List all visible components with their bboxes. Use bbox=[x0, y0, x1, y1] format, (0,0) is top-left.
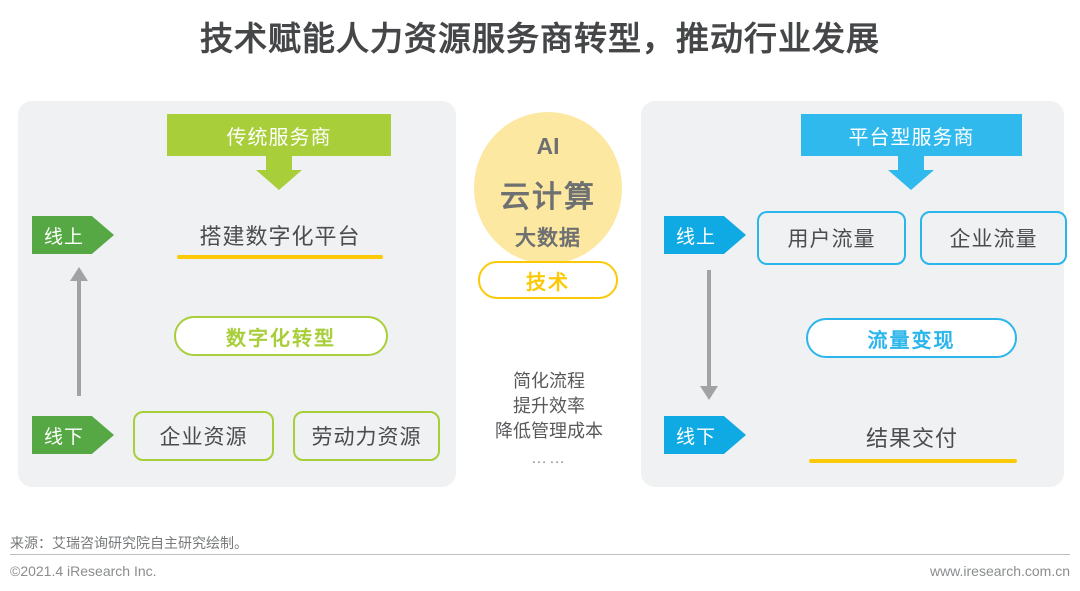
technology-circle bbox=[474, 112, 622, 264]
right-banner-arrow-head bbox=[888, 170, 934, 190]
circle-label-ai: AI bbox=[536, 133, 560, 159]
footer-divider bbox=[10, 554, 1070, 555]
website-link[interactable]: www.iresearch.com.cn bbox=[929, 563, 1070, 579]
left-box-enterprise-resource: 企业资源 bbox=[133, 411, 274, 461]
benefit-item: 提升效率 bbox=[513, 396, 585, 416]
right-headline: 结果交付 bbox=[865, 426, 958, 451]
right-headline-underline bbox=[809, 459, 1017, 463]
benefit-item: 降低管理成本 bbox=[495, 421, 603, 441]
circle-label-cloud-computing: 云计算 bbox=[500, 181, 596, 214]
left-headline-underline bbox=[177, 255, 383, 259]
right-banner-arrow-stem bbox=[898, 156, 924, 170]
benefit-list: 简化流程 提升效率 降低管理成本 bbox=[455, 369, 643, 444]
right-flow-arrow-head bbox=[700, 386, 718, 400]
left-flow-arrow-stem bbox=[77, 280, 81, 396]
circle-label-big-data: 大数据 bbox=[515, 227, 581, 250]
right-flow-arrow-stem bbox=[707, 270, 711, 386]
right-pill-traffic-monetization: 流量变现 bbox=[806, 318, 1017, 358]
left-box-labor-resource: 劳动力资源 bbox=[293, 411, 440, 461]
page-title: 技术赋能人力资源服务商转型，推动行业发展 bbox=[200, 20, 880, 57]
center-pill-technology: 技术 bbox=[478, 261, 618, 299]
left-flow-arrow-head bbox=[70, 267, 88, 281]
right-box-user-traffic: 用户流量 bbox=[757, 211, 906, 265]
left-banner-arrow-head bbox=[256, 170, 302, 190]
right-banner: 平台型服务商 bbox=[801, 114, 1022, 156]
benefit-ellipsis: …… bbox=[531, 450, 567, 467]
left-pill-digital-transformation: 数字化转型 bbox=[174, 316, 388, 356]
right-box-enterprise-traffic: 企业流量 bbox=[920, 211, 1067, 265]
copyright-text: ©2021.4 iResearch Inc. bbox=[10, 563, 157, 579]
left-banner-arrow-stem bbox=[266, 156, 292, 170]
source-note: 来源：艾瑞咨询研究院自主研究绘制。 bbox=[10, 535, 248, 551]
left-banner: 传统服务商 bbox=[167, 114, 391, 156]
benefit-item: 简化流程 bbox=[513, 371, 585, 391]
left-headline: 搭建数字化平台 bbox=[199, 224, 361, 249]
